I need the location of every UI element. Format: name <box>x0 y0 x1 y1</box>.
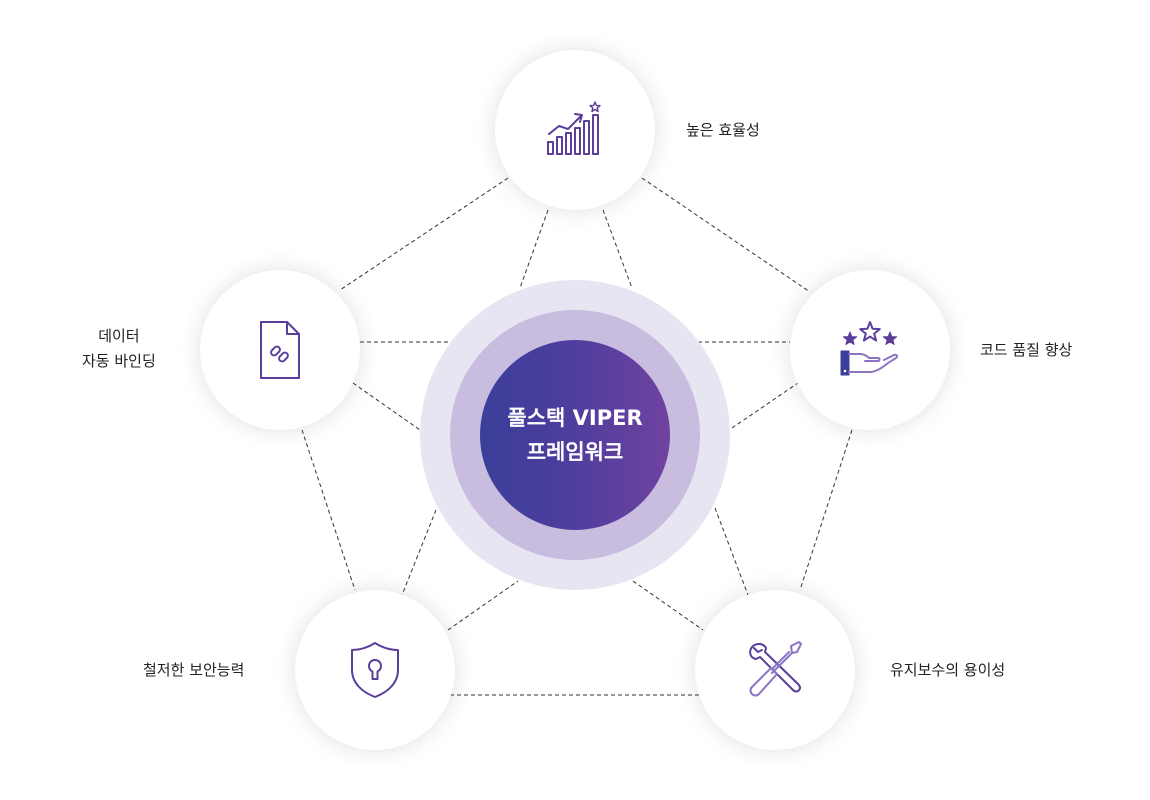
growth-chart-icon <box>547 101 601 155</box>
shield-keyhole-icon <box>351 642 399 698</box>
node-maintainability <box>695 590 855 750</box>
center-title-line2: 프레임워크 <box>526 440 624 464</box>
node-data-binding <box>200 270 360 430</box>
center-core: 풀스택 VIPER 프레임워크 <box>480 340 670 530</box>
spoke-right-lower <box>731 382 799 429</box>
spoke-top-left <box>519 209 549 289</box>
connector-left-bottom-left <box>301 429 356 591</box>
hand-stars-icon <box>840 321 899 376</box>
center-title-line1: 풀스택 VIPER <box>507 406 643 430</box>
connector-right-bottom-right <box>799 429 853 591</box>
wrench-screwdriver-icon <box>749 641 802 697</box>
spoke-left-lower <box>352 382 421 431</box>
node-security-label: 철저한 보안능력 <box>143 661 245 679</box>
spoke-bottom-right-lower <box>632 580 704 631</box>
connector-top-right <box>641 177 811 293</box>
spoke-bottom-right-upper <box>714 507 749 596</box>
spoke-bottom-left-upper <box>401 509 437 596</box>
spoke-bottom-left-lower <box>447 580 519 631</box>
node-security <box>295 590 455 750</box>
connector-top-left <box>339 177 509 291</box>
spoke-top-right <box>602 209 633 289</box>
node-efficiency-label: 높은 효율성 <box>686 121 760 139</box>
node-data-binding-label-line2: 자동 바인딩 <box>82 352 156 370</box>
node-data-binding-label: 데이터 자동 바인딩 <box>82 324 156 374</box>
node-code-quality-label: 코드 품질 향상 <box>980 341 1073 359</box>
node-maintainability-label: 유지보수의 용이성 <box>890 661 1006 679</box>
linked-document-icon <box>260 321 300 379</box>
node-data-binding-label-line1: 데이터 <box>98 327 140 345</box>
node-code-quality <box>790 270 950 430</box>
node-efficiency <box>495 50 655 210</box>
